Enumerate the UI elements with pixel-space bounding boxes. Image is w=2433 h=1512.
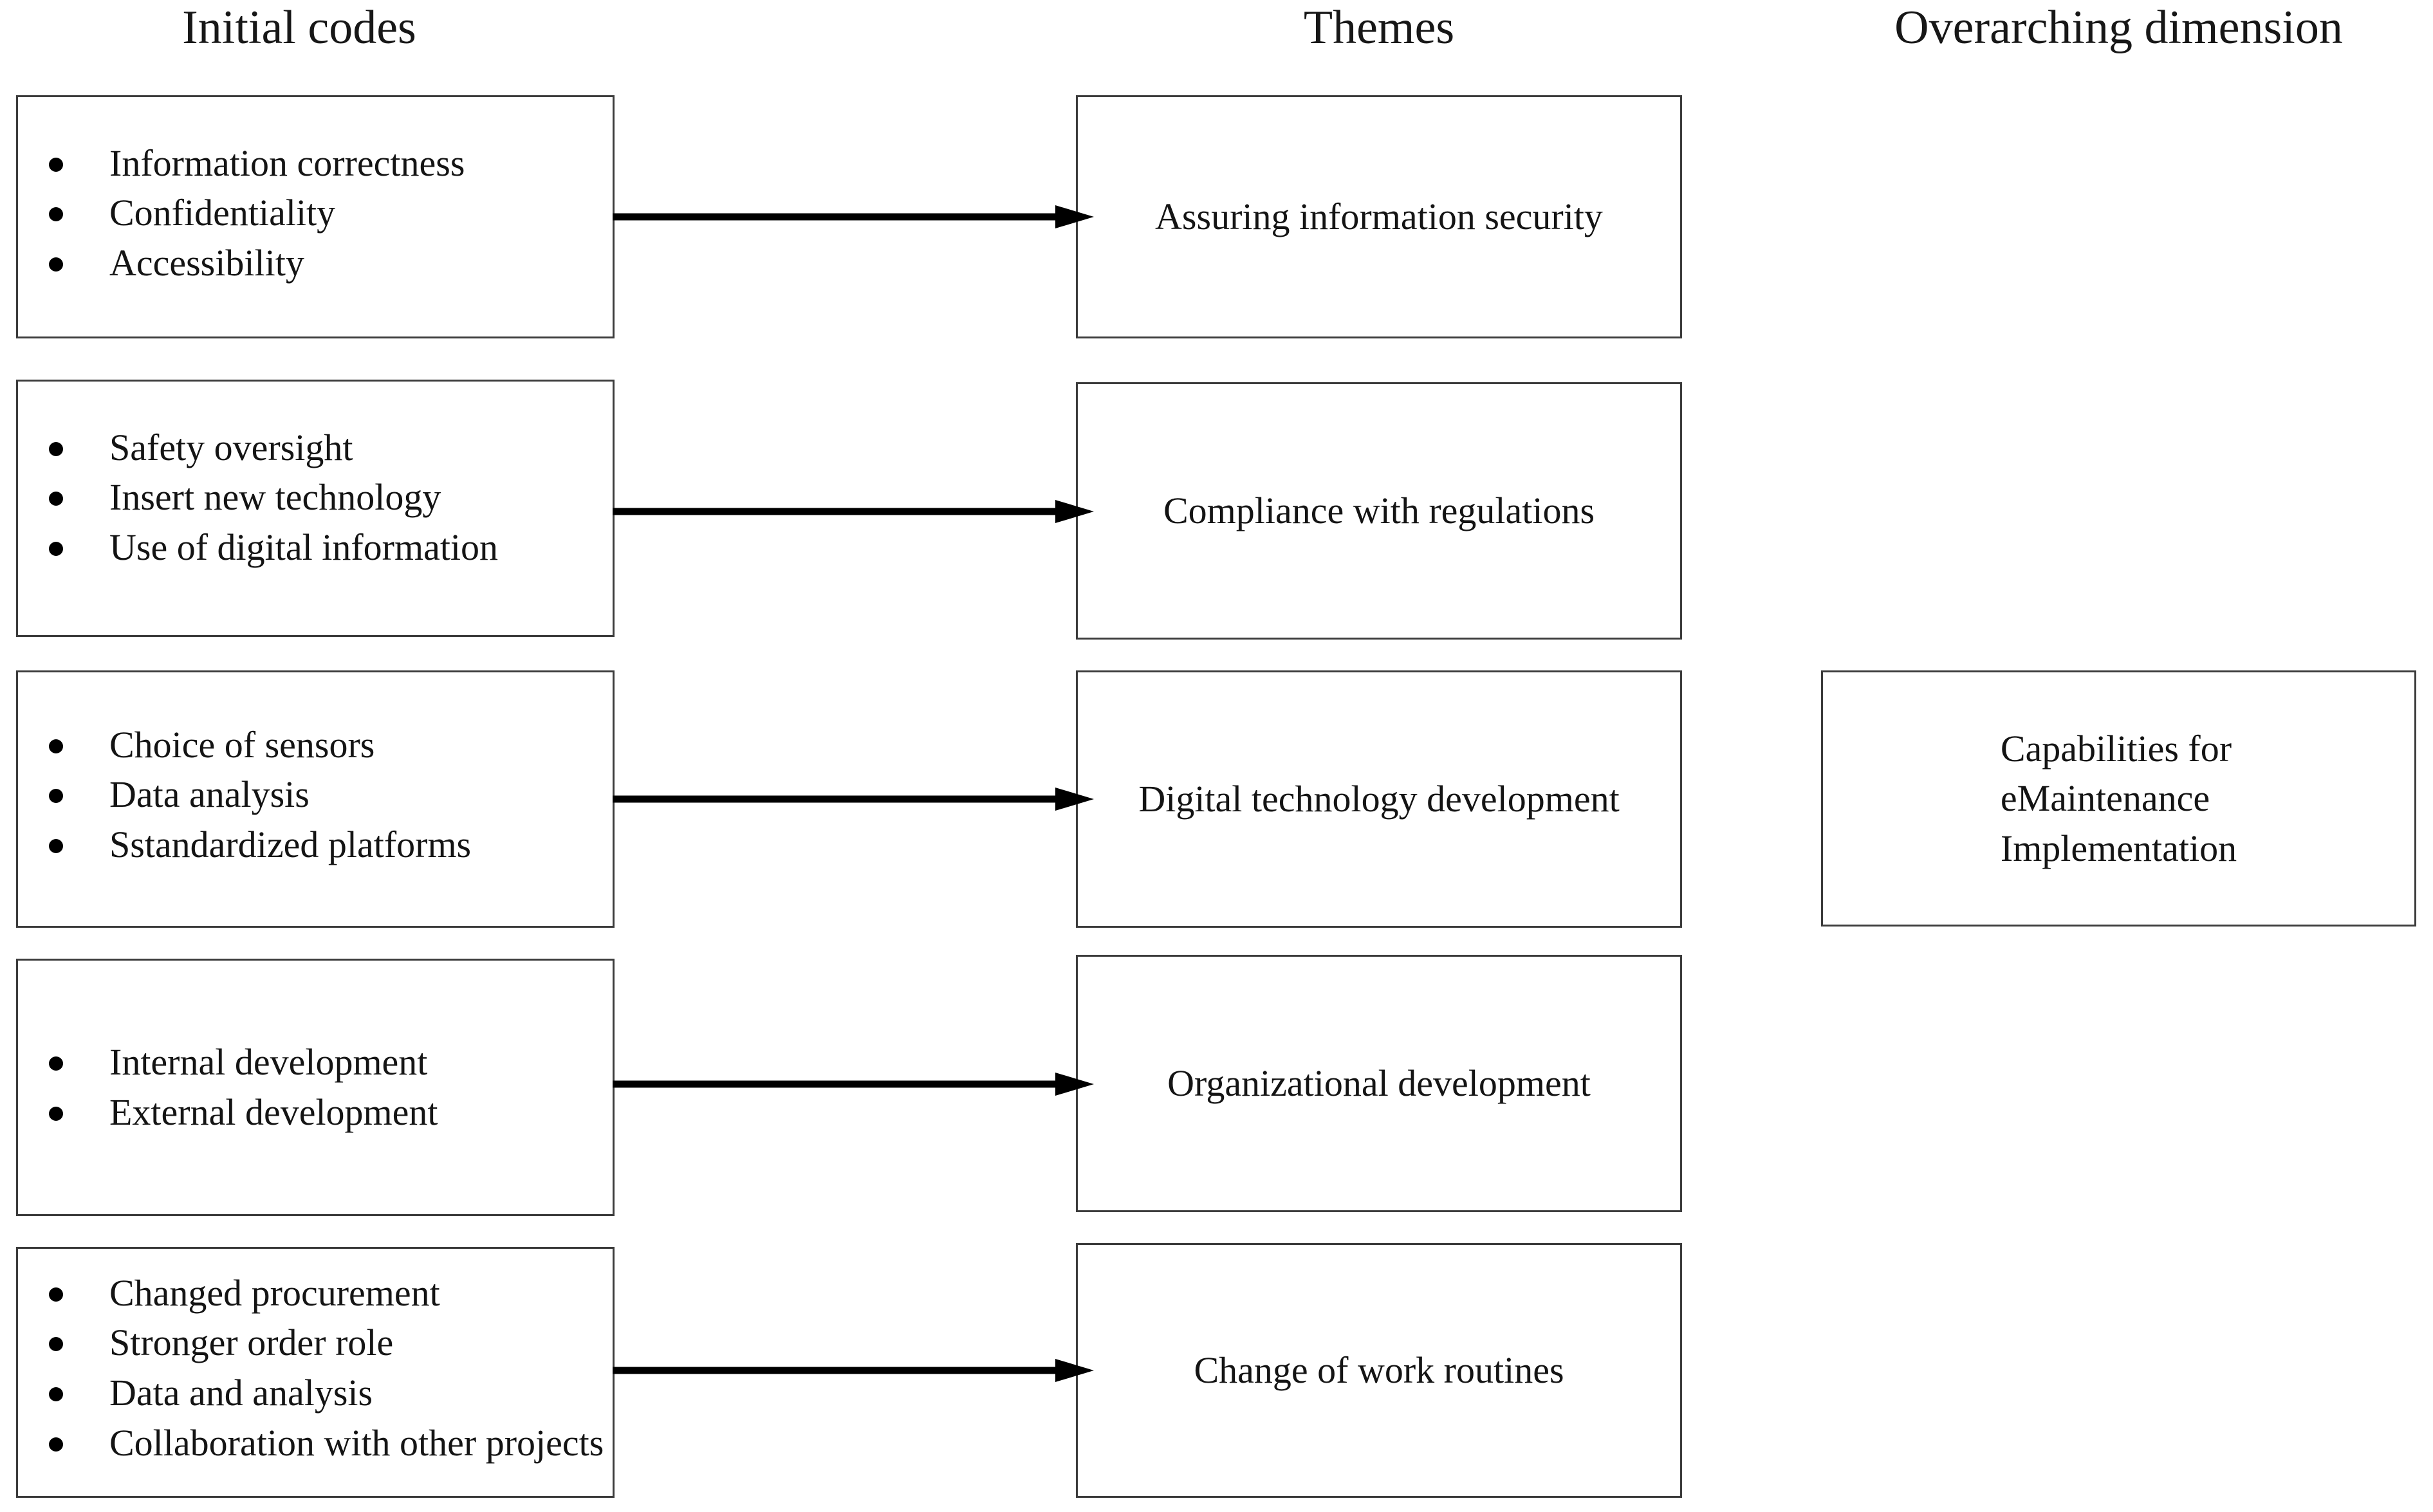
initial-codes-box-5: Changed procurement Stronger order role … xyxy=(16,1247,615,1498)
bullet-icon xyxy=(49,157,63,172)
list-item: External development xyxy=(40,1091,613,1134)
list-item: Safety oversight xyxy=(40,427,613,469)
overarching-dimension-text: Capabilities for eMaintenance Implementa… xyxy=(2001,724,2237,872)
list-item-label: Information correctness xyxy=(109,142,465,184)
list-item-label: Stronger order role xyxy=(109,1322,394,1364)
list-item-label: Insert new technology xyxy=(109,476,441,519)
initial-codes-box-1: Information correctness Confidentiality … xyxy=(16,95,615,338)
list-item-label: Collaboration with other projects xyxy=(109,1421,604,1464)
list-item-label: Data and analysis xyxy=(109,1372,373,1414)
initial-codes-box-2: Safety oversight Insert new technology U… xyxy=(16,380,615,637)
initial-codes-list-5: Changed procurement Stronger order role … xyxy=(18,1272,613,1464)
list-item: Changed procurement xyxy=(40,1272,613,1314)
bullet-icon xyxy=(49,789,63,804)
bullet-icon xyxy=(49,257,63,272)
list-item-label: Choice of sensors xyxy=(109,723,375,766)
list-item: Insert new technology xyxy=(40,476,613,519)
initial-codes-list-2: Safety oversight Insert new technology U… xyxy=(18,427,613,569)
theme-box-3: Digital technology development xyxy=(1076,670,1682,928)
list-item-label: External development xyxy=(109,1091,438,1133)
theme-label: Change of work routines xyxy=(1194,1349,1564,1391)
theme-label: Digital technology development xyxy=(1138,777,1620,820)
list-item-label: Safety oversight xyxy=(109,426,353,468)
list-item-label: Internal development xyxy=(109,1041,428,1083)
overarching-dimension-line: Implementation xyxy=(2000,827,2237,869)
initial-codes-list-1: Information correctness Confidentiality … xyxy=(18,142,613,284)
list-item: Stronger order role xyxy=(40,1322,613,1364)
list-item: Sstandardized platforms xyxy=(40,824,613,866)
list-item: Data and analysis xyxy=(40,1372,613,1414)
bullet-icon xyxy=(49,1437,63,1452)
column-header-initial-codes: Initial codes xyxy=(182,1,416,54)
overarching-dimension-line: eMaintenance xyxy=(2000,777,2210,820)
theme-label: Compliance with regulations xyxy=(1163,489,1595,531)
list-item: Data analysis xyxy=(40,773,613,816)
bullet-icon xyxy=(49,492,63,506)
initial-codes-list-3: Choice of sensors Data analysis Sstandar… xyxy=(18,724,613,866)
bullet-icon xyxy=(49,1337,63,1352)
theme-box-5: Change of work routines xyxy=(1076,1243,1682,1498)
list-item: Collaboration with other projects xyxy=(40,1422,613,1464)
bullet-icon xyxy=(49,1387,63,1401)
initial-codes-list-4: Internal development External developmen… xyxy=(18,1041,613,1133)
theme-box-2: Compliance with regulations xyxy=(1076,382,1682,640)
list-item: Choice of sensors xyxy=(40,724,613,766)
column-header-overarching-dimension: Overarching dimension xyxy=(1894,1,2343,54)
arrow-group-4-to-theme-4 xyxy=(613,1073,1094,1096)
list-item: Accessibility xyxy=(40,242,613,284)
bullet-icon xyxy=(49,441,63,456)
list-item-label: Confidentiality xyxy=(109,192,336,234)
column-header-themes: Themes xyxy=(1303,1,1455,54)
bullet-icon xyxy=(49,541,63,556)
bullet-icon xyxy=(49,1056,63,1071)
list-item-label: Sstandardized platforms xyxy=(109,823,472,865)
list-item-label: Data analysis xyxy=(109,773,310,816)
arrow-group-3-to-theme-3 xyxy=(613,788,1094,811)
overarching-dimension-box: Capabilities for eMaintenance Implementa… xyxy=(1821,670,2416,927)
bullet-icon xyxy=(49,1107,63,1121)
bullet-icon xyxy=(49,1287,63,1302)
theme-box-1: Assuring information security xyxy=(1076,95,1682,338)
theme-label: Assuring information security xyxy=(1155,195,1603,237)
list-item-label: Changed procurement xyxy=(109,1271,440,1314)
list-item-label: Accessibility xyxy=(109,241,304,284)
theme-box-4: Organizational development xyxy=(1076,955,1682,1212)
theme-label: Organizational development xyxy=(1167,1062,1591,1104)
list-item: Internal development xyxy=(40,1041,613,1083)
arrow-group-1-to-theme-1 xyxy=(613,205,1094,228)
bullet-icon xyxy=(49,838,63,853)
initial-codes-box-3: Choice of sensors Data analysis Sstandar… xyxy=(16,670,615,928)
overarching-dimension-line: Capabilities for xyxy=(2000,728,2232,770)
list-item: Information correctness xyxy=(40,142,613,185)
arrow-group-5-to-theme-5 xyxy=(613,1359,1094,1382)
initial-codes-box-4: Internal development External developmen… xyxy=(16,959,615,1216)
list-item: Confidentiality xyxy=(40,192,613,234)
bullet-icon xyxy=(49,739,63,753)
arrow-group-2-to-theme-2 xyxy=(613,500,1094,523)
bullet-icon xyxy=(49,207,63,222)
list-item-label: Use of digital information xyxy=(109,526,499,568)
list-item: Use of digital information xyxy=(40,526,613,569)
